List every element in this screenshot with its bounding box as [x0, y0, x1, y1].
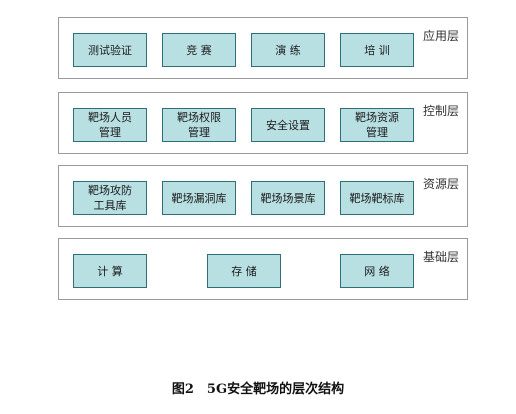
box-security-settings: 安全设置 — [251, 108, 325, 142]
figure-caption: 图2 5G安全靶场的层次结构 — [171, 382, 345, 397]
box-training: 培 训 — [340, 33, 414, 67]
box-vulnerability-library: 靶场漏洞库 — [162, 181, 236, 215]
box-attack-defense-tools: 靶场攻防 工具库 — [73, 181, 147, 215]
box-resource-management: 靶场资源 管理 — [340, 108, 414, 142]
layer-control: 控制层 靶场人员 管理 靶场权限 管理 安全设置 靶场资源 管理 — [58, 92, 468, 154]
box-network: 网 络 — [340, 254, 414, 288]
box-compute: 计 算 — [73, 254, 147, 288]
box-competition: 竞 赛 — [162, 33, 236, 67]
layer-label: 控制层 — [422, 104, 459, 118]
layer-application: 应用层 测试验证 竞 赛 演 练 培 训 — [58, 17, 468, 79]
box-drill: 演 练 — [251, 33, 325, 67]
box-test-verify: 测试验证 — [73, 33, 147, 67]
box-target-library: 靶场靶标库 — [340, 181, 414, 215]
layer-resource: 资源层 靶场攻防 工具库 靶场漏洞库 靶场场景库 靶场靶标库 — [58, 165, 468, 227]
layer-infrastructure: 基础层 计 算 存 储 网 络 — [58, 238, 468, 300]
layer-label: 基础层 — [422, 250, 459, 264]
box-storage: 存 储 — [207, 254, 281, 288]
layer-label: 应用层 — [422, 29, 459, 43]
box-permission-management: 靶场权限 管理 — [162, 108, 236, 142]
layer-label: 资源层 — [422, 177, 459, 191]
box-personnel-management: 靶场人员 管理 — [73, 108, 147, 142]
box-scenario-library: 靶场场景库 — [251, 181, 325, 215]
